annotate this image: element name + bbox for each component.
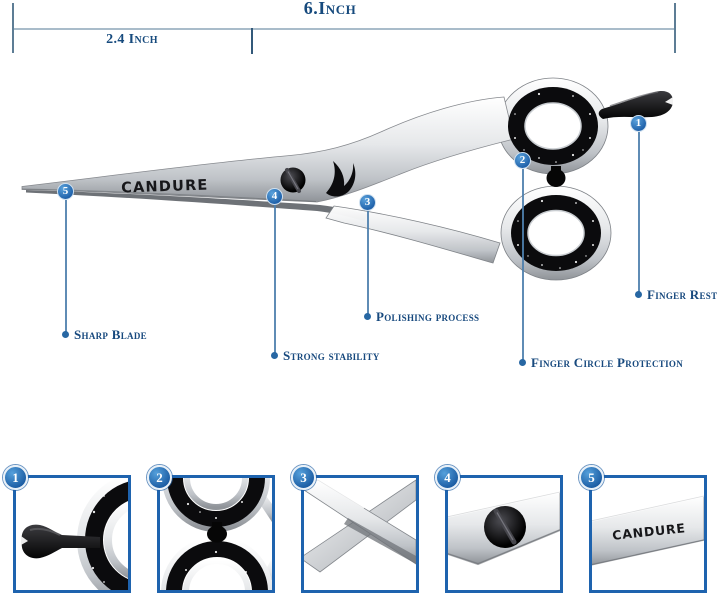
thumbnail-image-4	[448, 491, 560, 566]
dimension-tick-middle	[251, 28, 253, 54]
callout-line-3	[367, 211, 369, 317]
callout-line-4	[274, 205, 276, 356]
thumbnail-2: 2	[147, 465, 275, 593]
thumbnail-badge-5: 5	[579, 465, 604, 490]
front-blade	[21, 96, 515, 203]
callout-label-finger-circle-protection: Finger Circle Protection	[531, 355, 683, 370]
thumbnail-5: 5 CANDURE	[579, 465, 707, 593]
marker-badge-5: 5	[57, 183, 74, 200]
callout-bullet-4	[271, 352, 278, 359]
bottom-ring-sparkles	[517, 199, 594, 269]
callout-bullet-3	[364, 313, 371, 320]
marker-badge-4: 4	[266, 188, 283, 205]
bottom-handle-shank	[325, 205, 501, 264]
bottom-finger-ring	[500, 185, 612, 281]
callout-label-finger-rest: Finger Rest	[647, 287, 718, 302]
silencer-bumper	[546, 169, 566, 187]
pivot-screw	[280, 167, 306, 193]
callout-bullet-2	[519, 359, 526, 366]
screw-slot	[285, 168, 301, 193]
finger-rest-highlight	[609, 91, 659, 107]
bottom-ring-grip	[511, 195, 601, 271]
marker-badge-1: 1	[630, 115, 647, 132]
thumbnail-badge-1: 1	[3, 465, 28, 490]
brand-swoosh-logo	[326, 161, 356, 197]
marker-badge-2: 2	[514, 152, 531, 169]
callout-line-1	[638, 132, 640, 295]
dimension-tick-left	[12, 3, 14, 53]
callout-line-5	[65, 200, 67, 335]
scissors-illustration: CANDURE	[21, 77, 673, 281]
thumbnail-image-2	[161, 478, 272, 590]
back-blade	[26, 190, 368, 221]
thumbnail-4: 4	[435, 465, 563, 593]
top-ring-hole	[524, 102, 582, 150]
callout-label-polishing-process: Polishing process	[376, 309, 480, 324]
callout-line-2	[522, 169, 524, 363]
thumbnail-badge-2: 2	[147, 465, 172, 490]
screw-slot-highlight	[287, 171, 299, 190]
thumbnail-1: 1	[3, 465, 131, 593]
callout-bullet-5	[62, 331, 69, 338]
callout-label-strong-stability: Strong stability	[283, 348, 380, 363]
callout-bullet-1	[635, 291, 642, 298]
thumbnail-image-5: CANDURE	[592, 495, 704, 566]
thumbnail-image-1	[21, 478, 128, 590]
partial-length-label: 2.4 Inch	[106, 32, 158, 47]
dimension-tick-right	[674, 3, 676, 53]
silencer-bumper-stem	[551, 166, 561, 176]
blade-brand-text: CANDURE	[121, 177, 209, 196]
finger-rest-notch	[665, 97, 673, 105]
thumbnail-badge-3: 3	[291, 465, 316, 490]
thumbnail-3: 3	[291, 465, 419, 593]
thumbnail-image-3	[304, 479, 416, 573]
thumbnail-badge-4: 4	[435, 465, 460, 490]
marker-badge-3: 3	[359, 194, 376, 211]
dimension-line	[13, 28, 676, 30]
callout-label-sharp-blade: Sharp Blade	[74, 327, 147, 342]
total-length-label: 6.Inch	[303, 0, 357, 18]
bottom-ring-hole	[527, 209, 585, 257]
